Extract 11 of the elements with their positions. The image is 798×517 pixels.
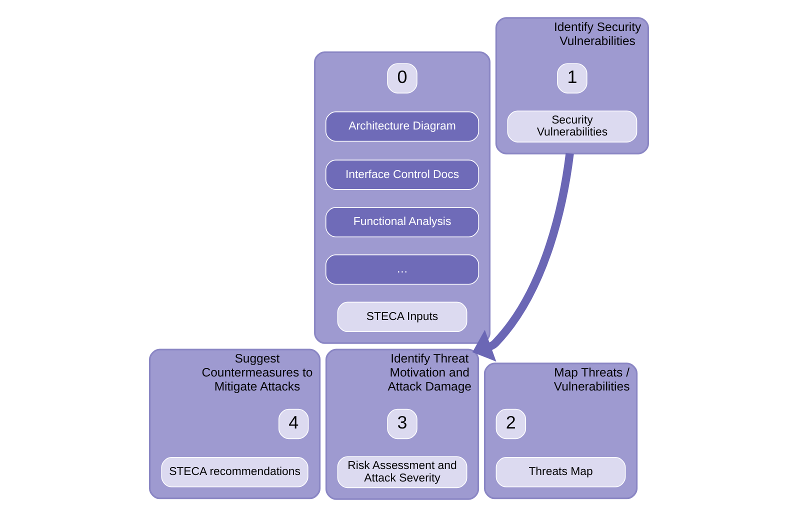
node-box: STECA recommendations (161, 457, 308, 488)
node-box: Interface Control Docs (325, 160, 480, 190)
node-box: Risk Assessment and Attack Severity (337, 456, 468, 488)
cluster (314, 51, 490, 344)
node-box: Security Vulnerabilities (507, 110, 638, 142)
node-box: Functional Analysis (325, 207, 480, 238)
arrow (472, 152, 574, 362)
node-box: Architecture Diagram (325, 111, 480, 142)
node-box: … (325, 254, 480, 285)
node-box: STECA Inputs (337, 302, 468, 332)
node-box: Threats Map (496, 457, 626, 488)
